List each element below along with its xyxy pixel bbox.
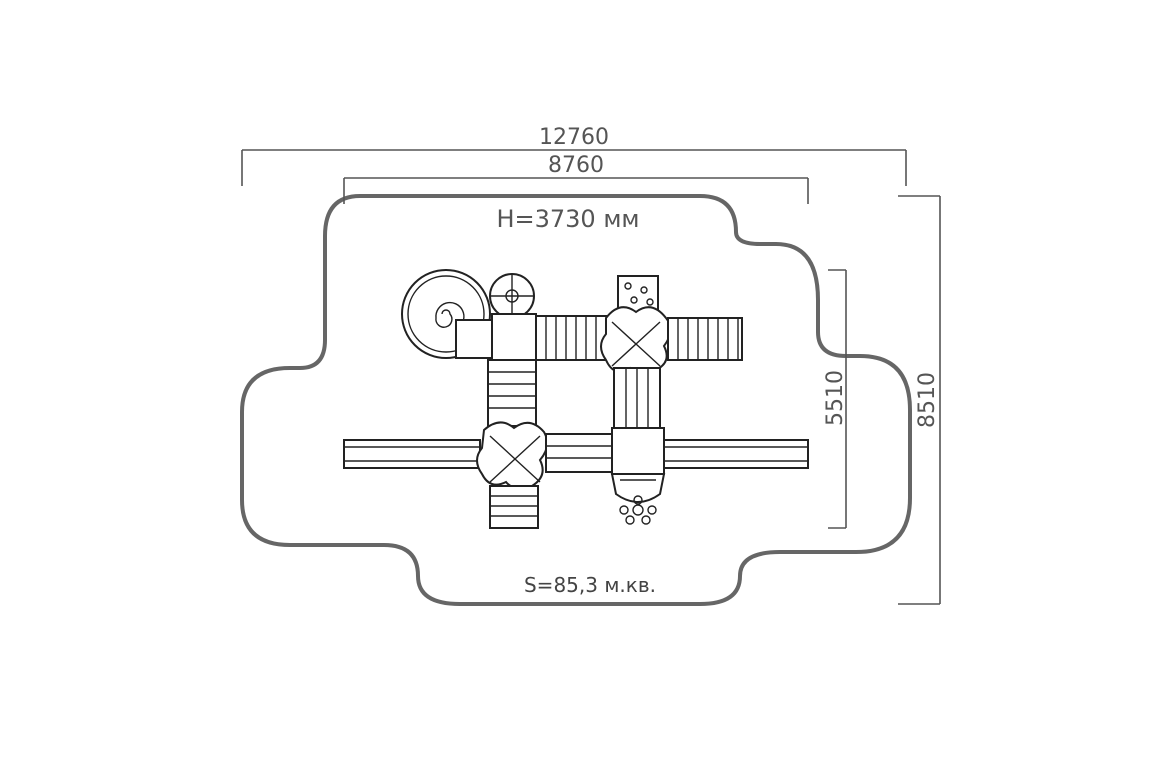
top-bridge	[535, 315, 611, 361]
dimension-total-height-label: 8510	[915, 372, 940, 428]
dimension-inner-width-label: 8760	[548, 153, 604, 178]
top-right-stairs	[667, 317, 743, 361]
dimension-inner-height-label: 5510	[823, 370, 848, 426]
tower-bottom-left-leaf-roof	[476, 421, 549, 490]
tower-right-leaf-roof	[600, 306, 672, 376]
left-vertical-passage	[487, 359, 537, 427]
slide-right	[663, 439, 809, 469]
flower-decoration	[619, 495, 657, 525]
right-vertical-passage	[613, 367, 661, 429]
bottom-bridge	[545, 433, 613, 473]
area-label: S=85,3 м.кв.	[524, 573, 656, 597]
dimension-total-width: 12760	[241, 125, 907, 186]
height-label: H=3730 мм	[496, 205, 639, 233]
dimension-inner-height: 5510	[823, 269, 848, 529]
steering-wheel	[489, 273, 535, 319]
tower-platform-right	[611, 427, 665, 475]
climbing-wall	[617, 275, 659, 313]
playground-equipment	[343, 269, 809, 529]
dimension-total-height: 8510	[898, 195, 941, 605]
safety-zone-outline	[240, 194, 912, 606]
bottom-right-entry	[610, 473, 666, 503]
slide-left	[343, 439, 481, 469]
spiral-exit-chute	[455, 319, 495, 359]
tower-platform-left	[491, 313, 537, 361]
dimension-inner-width: 8760	[343, 153, 809, 204]
bottom-left-ladder	[489, 485, 539, 529]
dimension-total-width-label: 12760	[539, 125, 609, 150]
